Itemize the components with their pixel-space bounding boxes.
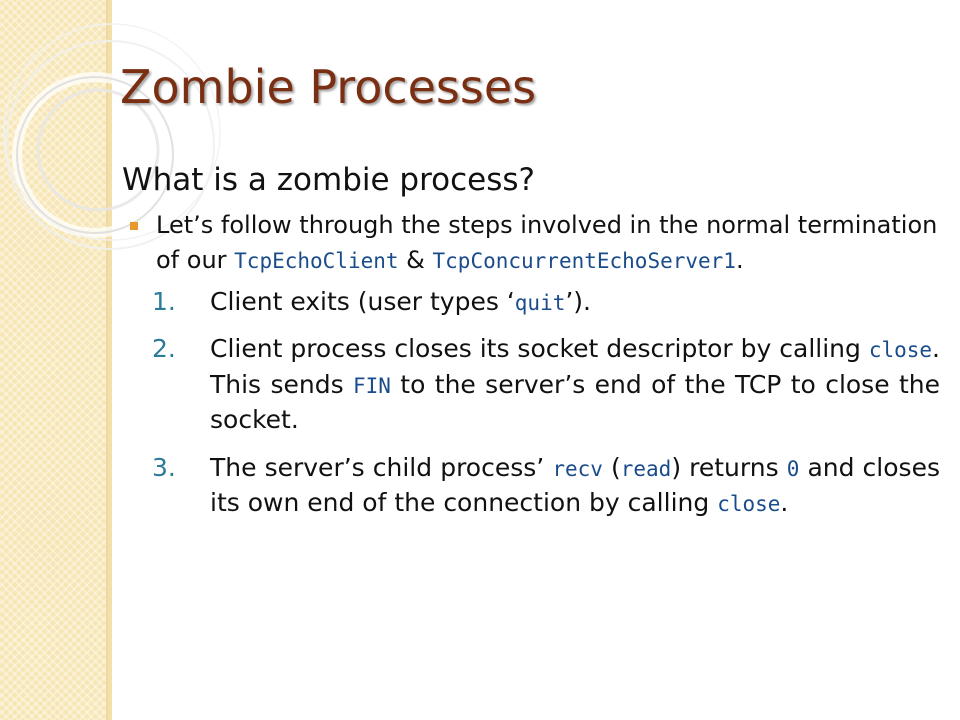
step-item-3: 3. The server’s child process’ recv (rea… <box>122 450 940 521</box>
text-run: & <box>398 245 433 274</box>
code-term: TcpConcurrentEchoServer1 <box>432 248 736 273</box>
steps-list: 1. Client exits (user types ‘quit’). 2. … <box>122 284 940 521</box>
slide-title: Zombie Processes <box>120 60 537 114</box>
code-term: read <box>620 456 672 481</box>
text-run: ) returns <box>671 452 787 482</box>
text-run: . This sends <box>210 334 940 399</box>
text-run: The server’s child process’ <box>210 452 553 482</box>
code-term: quit <box>514 290 566 315</box>
text-run: ( <box>602 452 621 482</box>
code-term: close <box>717 492 781 517</box>
step-number: 2. <box>152 334 176 364</box>
decorative-side-band <box>0 0 112 720</box>
step-number: 3. <box>152 452 176 482</box>
bullet-item: Let’s follow through the steps involved … <box>122 208 940 278</box>
step-item-1: 1. Client exits (user types ‘quit’). <box>122 284 940 320</box>
step-number: 1. <box>152 286 176 316</box>
code-term: TcpEchoClient <box>234 248 399 273</box>
step-text: The server’s child process’ recv (read) … <box>210 453 940 518</box>
text-run: Client exits (user types ‘ <box>210 286 515 316</box>
code-term: recv <box>552 456 603 481</box>
step-text: Client exits (user types ‘quit’). <box>210 287 591 316</box>
code-term: 0 <box>786 456 800 481</box>
step-item-2: 2. Client process closes its socket desc… <box>122 331 940 438</box>
step-text: Client process closes its socket descrip… <box>210 334 940 434</box>
text-run: Let’s follow through the steps involved … <box>156 211 938 274</box>
text-run: Client process closes its socket descrip… <box>210 334 869 364</box>
text-run: ’). <box>565 286 592 316</box>
slide-heading: What is a zombie process? <box>122 162 536 198</box>
text-run: . <box>735 245 744 274</box>
square-bullet-icon <box>130 222 138 230</box>
decorative-rings-icon <box>3 23 221 250</box>
text-run: and closes its own end of the connection… <box>210 452 940 518</box>
code-term: close <box>868 338 933 363</box>
bullet-text: Let’s follow through the steps involved … <box>156 211 937 274</box>
text-run: . <box>780 488 789 518</box>
text-run: to the server’s end of the TCP to close … <box>210 369 940 435</box>
code-term: FIN <box>352 373 391 398</box>
slide-body: What is a zombie process? Let’s follow t… <box>122 162 940 533</box>
